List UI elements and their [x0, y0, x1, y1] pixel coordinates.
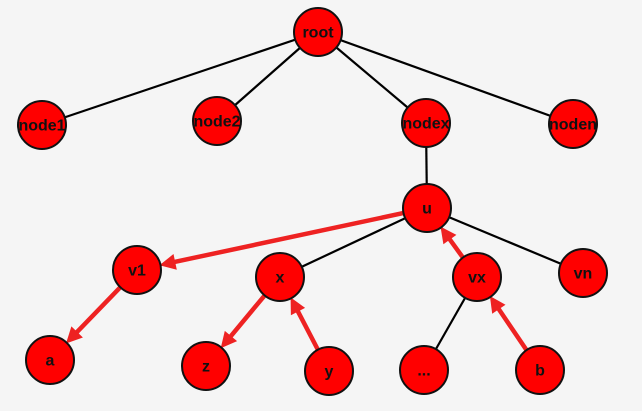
node-vx: vx: [452, 252, 502, 302]
arrow-layer: [66, 210, 530, 355]
arrow-v1-to-a: [66, 283, 124, 344]
node-circle: [255, 252, 305, 302]
node-label: node2: [193, 114, 240, 131]
node-circle: [402, 183, 452, 233]
node-circle: [399, 345, 449, 395]
node-a: a: [25, 335, 75, 385]
arrow-shaft: [447, 237, 467, 262]
node-label: z: [202, 359, 210, 376]
arrowhead: [489, 296, 506, 314]
edge-u-vn: [426, 206, 584, 275]
arrow-u-to-v1: [159, 210, 408, 270]
node-label: y: [325, 364, 334, 381]
arrowhead: [66, 326, 83, 344]
node-label: root: [302, 25, 334, 42]
arrowhead: [290, 297, 306, 316]
node-label: b: [535, 363, 545, 380]
node-u: u: [402, 183, 452, 233]
node-circle: [452, 252, 502, 302]
node-root: root: [293, 7, 343, 57]
node-label: vn: [574, 266, 593, 283]
arrow-shaft: [228, 291, 269, 339]
node-layer: root node1 node2 nodex noden u v1 x vx vn a z y... b: [17, 7, 608, 396]
arrowhead: [220, 330, 238, 349]
arrow-shaft: [295, 309, 322, 354]
edge-root-noden: [317, 30, 574, 126]
node-label: v1: [128, 263, 146, 280]
node-node2: node2: [192, 96, 242, 146]
node-noden: noden: [548, 99, 598, 149]
node-dots: ...: [399, 345, 449, 395]
edge-root-node1: [41, 30, 319, 127]
node-x: x: [255, 252, 305, 302]
node-circle: [548, 99, 598, 149]
arrow-shaft: [496, 307, 530, 355]
node-circle: [192, 96, 242, 146]
node-circle: [293, 7, 343, 57]
arrow-y-to-x: [290, 297, 322, 354]
node-circle: [304, 346, 354, 396]
node-circle: [558, 248, 608, 298]
node-circle: [181, 341, 231, 391]
arrow-x-to-z: [220, 291, 269, 349]
node-label: noden: [549, 117, 597, 134]
arrow-vx-to-u: [440, 226, 467, 262]
arrow-shaft: [172, 210, 408, 265]
arrow-b-to-vx: [489, 296, 530, 355]
arrowhead: [440, 226, 457, 245]
node-label: a: [46, 353, 55, 370]
node-circle: [25, 335, 75, 385]
node-z: z: [181, 341, 231, 391]
arrowhead: [159, 254, 177, 270]
node-label: vx: [468, 270, 486, 287]
node-v1: v1: [112, 245, 162, 295]
node-label: u: [422, 201, 432, 218]
node-circle: [515, 345, 565, 395]
node-vn: vn: [558, 248, 608, 298]
edge-u-x: [279, 207, 428, 278]
node-label: x: [276, 270, 285, 287]
node-b: b: [515, 345, 565, 395]
node-nodex: nodex: [401, 98, 451, 148]
node-label: nodex: [402, 116, 449, 133]
node-y: y: [304, 346, 354, 396]
node-node1: node1: [17, 100, 67, 150]
node-circle: [401, 98, 451, 148]
node-circle: [17, 100, 67, 150]
arrow-shaft: [74, 283, 124, 335]
node-label: ...: [417, 363, 430, 380]
node-circle: [112, 245, 162, 295]
node-label: node1: [18, 118, 65, 135]
